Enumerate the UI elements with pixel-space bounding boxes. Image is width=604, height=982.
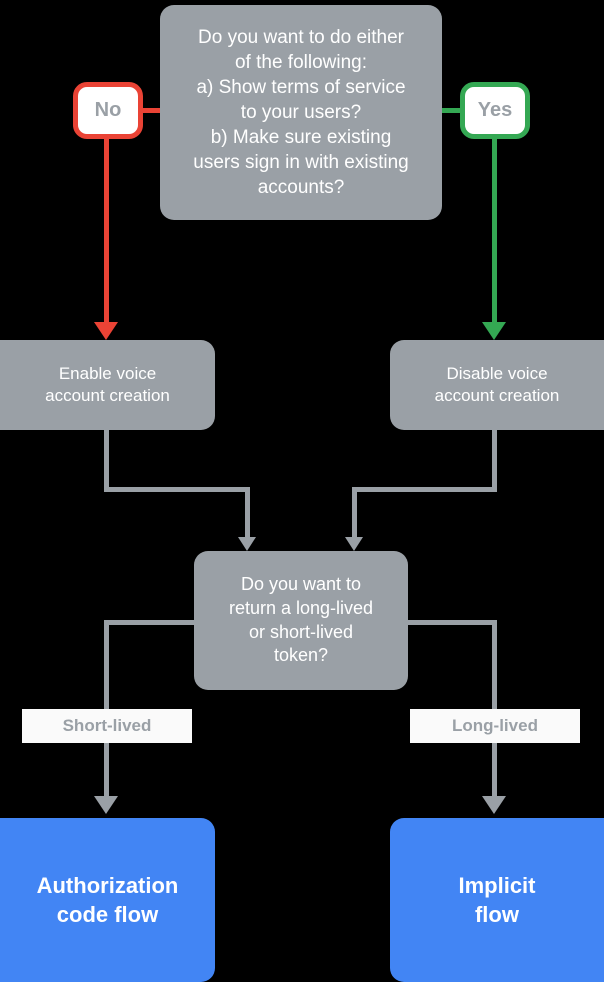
- connector-decision-to-yes: [440, 108, 462, 113]
- long-lived-label-text: Long-lived: [452, 716, 538, 735]
- connector-enable-horizontal: [104, 487, 250, 492]
- edge-label-short-lived: Short-lived: [22, 709, 192, 743]
- enable-voice-line-1: Enable voice: [58, 363, 157, 383]
- arrowhead-merge-left-to-token: [238, 537, 256, 551]
- top-decision-line-6: users sign in with existing: [193, 152, 409, 174]
- connector-yes-vertical: [492, 138, 497, 328]
- badge-yes[interactable]: Yes: [460, 82, 530, 139]
- disable-voice-text: Disable voice account creation: [435, 363, 560, 408]
- token-decision-line-3: or short-lived: [248, 621, 354, 642]
- badge-no-label: No: [94, 99, 122, 121]
- token-decision-line-4: token?: [273, 645, 329, 666]
- node-disable-voice-account-creation[interactable]: Disable voice account creation: [390, 340, 604, 430]
- arrowhead-short-lived-to-auth-code-flow: [94, 796, 118, 814]
- auth-code-flow-line-1: Authorization: [36, 872, 179, 898]
- arrowhead-long-lived-to-implicit-flow: [482, 796, 506, 814]
- top-decision-line-7: accounts?: [257, 177, 345, 199]
- token-decision-line-2: return a long-lived: [228, 597, 374, 618]
- disable-voice-line-1: Disable voice: [446, 363, 548, 383]
- badge-no[interactable]: No: [73, 82, 143, 139]
- node-top-decision[interactable]: Do you want to do either of the followin…: [160, 5, 442, 220]
- top-decision-line-5: b) Make sure existing: [210, 127, 392, 149]
- connector-merge-left-down: [245, 487, 250, 539]
- disable-voice-line-2: account creation: [434, 386, 560, 405]
- connector-decision-to-no: [141, 108, 163, 113]
- connector-enable-down: [104, 430, 109, 492]
- top-decision-line-4: to your users?: [240, 101, 362, 123]
- node-token-decision[interactable]: Do you want to return a long-lived or sh…: [194, 551, 408, 690]
- node-authorization-code-flow[interactable]: Authorization code flow: [0, 818, 215, 982]
- arrowhead-yes-to-disable: [482, 322, 506, 340]
- short-lived-label-text: Short-lived: [62, 716, 152, 735]
- arrowhead-no-to-enable: [94, 322, 118, 340]
- implicit-flow-line-1: Implicit: [458, 872, 536, 898]
- top-decision-text: Do you want to do either of the followin…: [193, 25, 408, 201]
- token-decision-text: Do you want to return a long-lived or sh…: [229, 573, 373, 668]
- auth-code-flow-line-2: code flow: [56, 902, 159, 927]
- connector-disable-down: [492, 430, 497, 492]
- edge-label-long-lived: Long-lived: [410, 709, 580, 743]
- enable-voice-text: Enable voice account creation: [45, 363, 170, 408]
- connector-token-right-horizontal: [403, 620, 497, 625]
- node-implicit-flow[interactable]: Implicit flow: [390, 818, 604, 982]
- authorization-code-flow-text: Authorization code flow: [37, 871, 179, 929]
- enable-voice-line-2: account creation: [45, 386, 170, 405]
- top-decision-line-2: of the following:: [234, 51, 368, 73]
- node-enable-voice-account-creation[interactable]: Enable voice account creation: [0, 340, 215, 430]
- top-decision-line-3: a) Show terms of service: [196, 76, 406, 98]
- connector-no-vertical: [104, 138, 109, 328]
- connector-merge-right-down: [352, 487, 357, 539]
- implicit-flow-text: Implicit flow: [458, 871, 535, 929]
- implicit-flow-line-2: flow: [474, 902, 519, 927]
- token-decision-line-1: Do you want to: [240, 574, 362, 594]
- badge-yes-label: Yes: [477, 99, 513, 121]
- arrowhead-merge-right-to-token: [345, 537, 363, 551]
- connector-token-left-horizontal: [104, 620, 199, 625]
- connector-disable-horizontal: [352, 487, 497, 492]
- top-decision-line-1: Do you want to do either: [198, 26, 404, 48]
